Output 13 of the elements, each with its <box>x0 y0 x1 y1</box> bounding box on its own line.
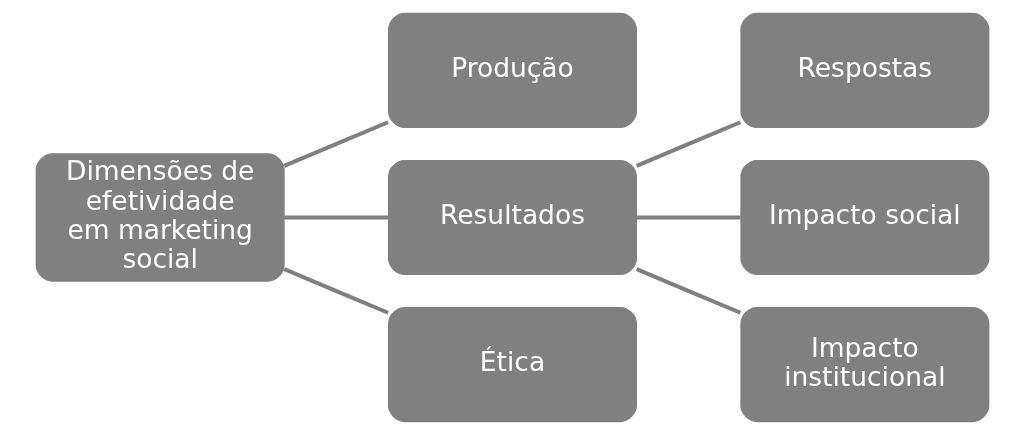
node-box: Respostas <box>740 12 990 129</box>
connector <box>283 267 389 315</box>
node-box: Resultados <box>388 159 637 276</box>
connector <box>635 120 742 168</box>
node-box: Impacto institucional <box>740 306 990 423</box>
node-box: Ética <box>388 306 637 423</box>
connector <box>284 215 389 220</box>
node-box: Dimensões de efetividade em marketing social <box>35 153 285 282</box>
connector <box>635 267 742 315</box>
node-box: Impacto social <box>740 159 990 276</box>
connector <box>283 120 389 168</box>
node-box: Produção <box>388 12 637 129</box>
connector <box>636 215 741 220</box>
